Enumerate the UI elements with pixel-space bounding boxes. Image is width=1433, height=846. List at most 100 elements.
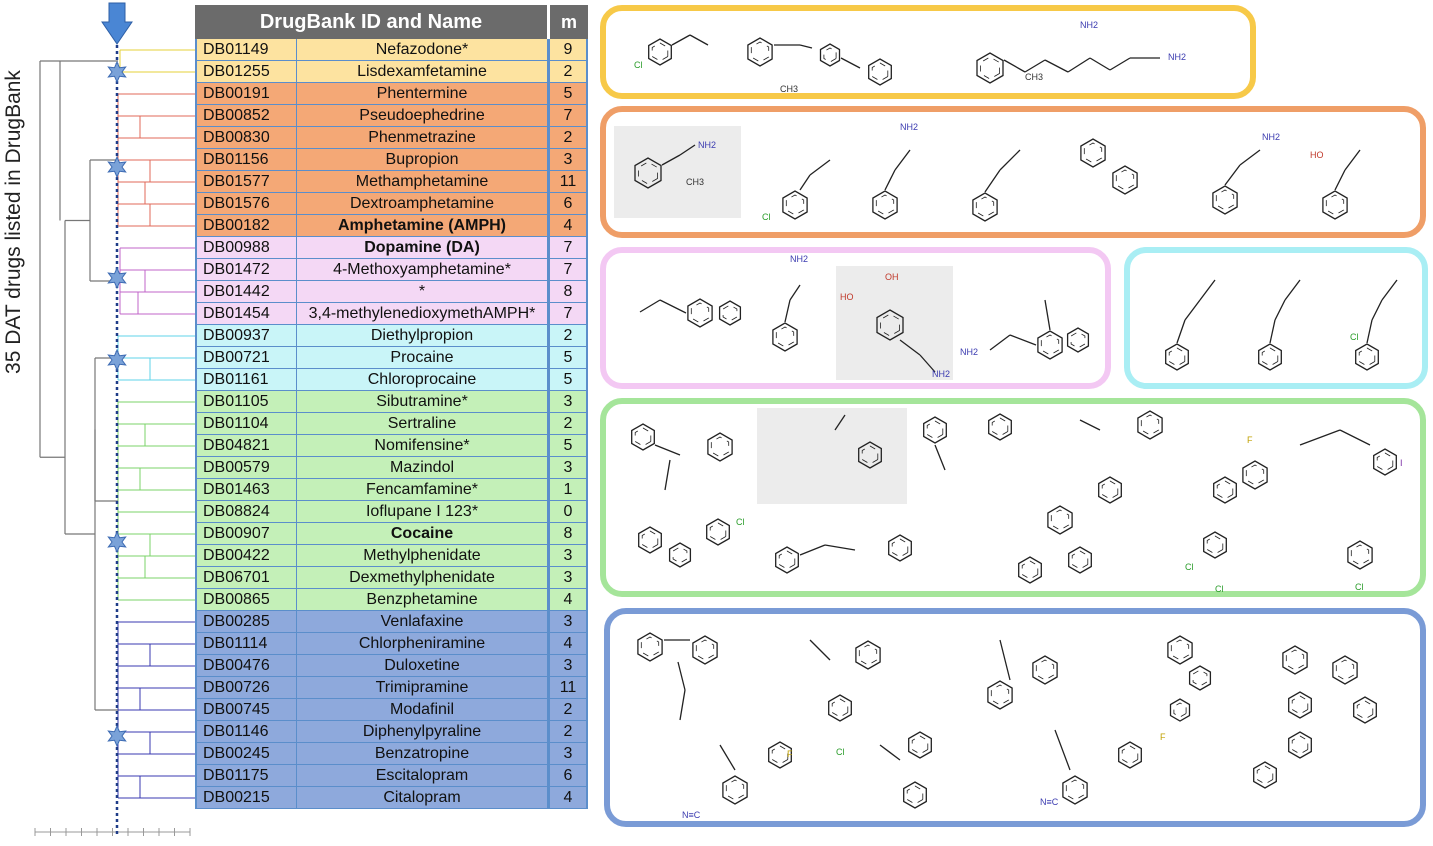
ring-inner bbox=[990, 684, 1010, 706]
drug-name: Nefazodone* bbox=[297, 39, 550, 60]
bond bbox=[1109, 57, 1131, 71]
drug-m-count: 1 bbox=[550, 479, 588, 500]
bond bbox=[1381, 279, 1398, 301]
drug-id: DB00476 bbox=[195, 655, 297, 676]
ring bbox=[1118, 741, 1142, 769]
atom-label: I bbox=[1400, 458, 1403, 468]
bond bbox=[659, 299, 687, 314]
drug-name: Sibutramine* bbox=[297, 391, 550, 412]
bond bbox=[799, 44, 813, 49]
atom-label: Cl bbox=[1215, 584, 1224, 594]
bond bbox=[1284, 279, 1301, 301]
ring-inner bbox=[1216, 480, 1234, 500]
bond bbox=[689, 34, 709, 46]
atom-label: Cl bbox=[762, 212, 771, 222]
drug-m-count: 3 bbox=[550, 567, 588, 588]
drug-m-count: 4 bbox=[550, 787, 588, 808]
group-box-blue bbox=[604, 608, 1426, 827]
ring-inner bbox=[638, 161, 658, 185]
ring bbox=[1137, 410, 1163, 440]
drug-id: DB01175 bbox=[195, 765, 297, 786]
drug-name: Pseudoephedrine bbox=[297, 105, 550, 126]
ring-inner bbox=[1325, 194, 1345, 216]
ring bbox=[1047, 505, 1073, 535]
ring-inner bbox=[1358, 347, 1376, 367]
ring-inner bbox=[778, 550, 796, 570]
ring-inner bbox=[1035, 659, 1055, 681]
drug-name: Duloxetine bbox=[297, 655, 550, 676]
ring-inner bbox=[975, 196, 995, 218]
bond bbox=[1009, 334, 1037, 346]
ring bbox=[706, 518, 730, 546]
drug-id: DB01114 bbox=[195, 633, 297, 654]
ring-inner bbox=[1140, 414, 1160, 436]
drug-m-count: 0 bbox=[550, 501, 588, 522]
drug-name: Dopamine (DA) bbox=[297, 237, 550, 258]
drug-m-count: 9 bbox=[550, 39, 588, 60]
bond bbox=[879, 744, 901, 761]
atom-label: CH3 bbox=[780, 84, 798, 94]
bond bbox=[840, 57, 861, 69]
drug-m-count: 2 bbox=[550, 721, 588, 742]
drug-name: Trimipramine bbox=[297, 677, 550, 698]
ring-inner bbox=[891, 538, 909, 558]
ring bbox=[1288, 731, 1312, 759]
drug-m-count: 2 bbox=[550, 127, 588, 148]
bond bbox=[1003, 59, 1026, 73]
ring bbox=[1018, 556, 1042, 584]
bond bbox=[639, 299, 661, 313]
ring-inner bbox=[690, 302, 710, 324]
bond bbox=[1079, 419, 1101, 431]
atom-label: NH2 bbox=[900, 122, 918, 132]
ring bbox=[1188, 665, 1212, 691]
ring bbox=[972, 192, 998, 222]
drug-name: Methylphenidate bbox=[297, 545, 550, 566]
drug-name: Methamphetamine bbox=[297, 171, 550, 192]
drug-name: 3,4-methylenedioxymethAMPH* bbox=[297, 303, 550, 324]
ring-inner bbox=[1192, 669, 1208, 687]
bond bbox=[799, 174, 811, 191]
bond bbox=[1176, 319, 1186, 344]
ring-inner bbox=[1070, 331, 1086, 349]
ring bbox=[908, 731, 932, 759]
ring-inner bbox=[1170, 639, 1190, 661]
ring-inner bbox=[1083, 142, 1103, 164]
ring bbox=[1098, 476, 1122, 504]
atom-label: NH2 bbox=[960, 347, 978, 357]
ring bbox=[1080, 138, 1106, 168]
drug-m-count: 4 bbox=[550, 215, 588, 236]
ring-inner bbox=[1168, 347, 1186, 367]
atom-label: F bbox=[1247, 435, 1253, 445]
drug-id: DB00422 bbox=[195, 545, 297, 566]
star-icon bbox=[107, 348, 127, 372]
bond bbox=[1239, 149, 1261, 166]
bond bbox=[1334, 169, 1346, 191]
bond bbox=[1054, 729, 1071, 771]
ring-inner bbox=[880, 313, 900, 337]
bond bbox=[1371, 299, 1383, 321]
ring bbox=[1212, 185, 1238, 215]
bond bbox=[1224, 164, 1241, 186]
atom-label: HO bbox=[840, 292, 854, 302]
atom-label: Cl bbox=[736, 517, 745, 527]
atom-label: Cl bbox=[634, 60, 643, 70]
drug-id: DB00745 bbox=[195, 699, 297, 720]
drug-name: Mazindol bbox=[297, 457, 550, 478]
drug-id: DB00721 bbox=[195, 347, 297, 368]
drug-m-count: 2 bbox=[550, 61, 588, 82]
drug-m-count: 5 bbox=[550, 369, 588, 390]
ring bbox=[1032, 655, 1058, 685]
ring bbox=[648, 38, 672, 66]
